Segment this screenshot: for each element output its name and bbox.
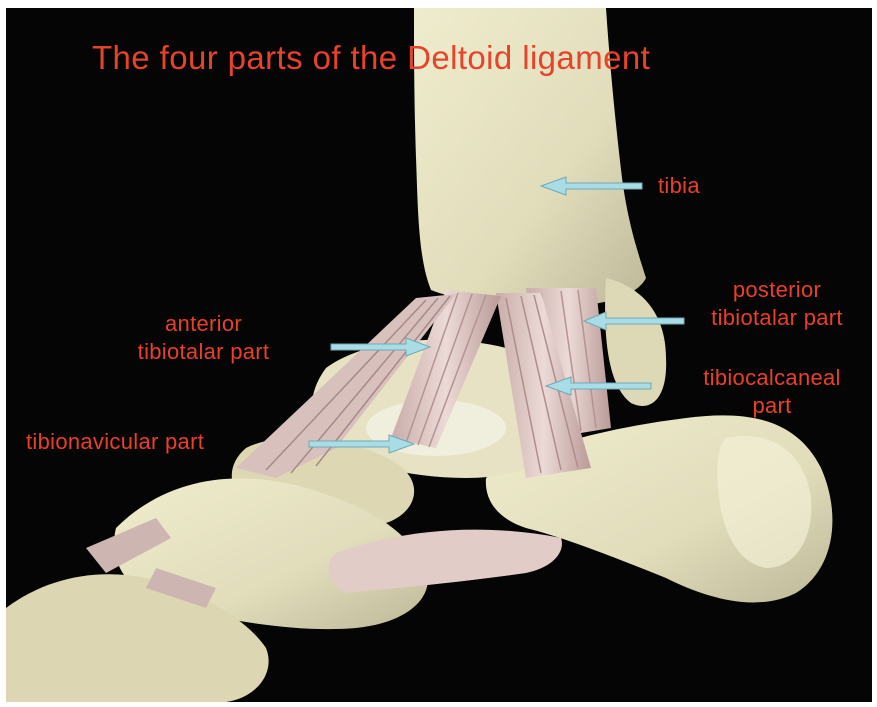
label-tibiocalcaneal-line1: tibiocalcaneal xyxy=(674,364,870,392)
label-tibiocalcaneal: tibiocalcaneal part xyxy=(674,364,870,420)
label-anterior-tibiotalar: anterior tibiotalar part xyxy=(116,310,291,366)
diagram-canvas: The four parts of the Deltoid ligament t… xyxy=(6,8,872,702)
label-posterior-line2: tibiotalar part xyxy=(682,304,872,332)
label-anterior-line1: anterior xyxy=(116,310,291,338)
label-tibionavicular: tibionavicular part xyxy=(26,428,204,456)
label-tibia: tibia xyxy=(658,172,700,200)
label-tibiocalcaneal-line2: part xyxy=(674,392,870,420)
label-posterior-line1: posterior xyxy=(682,276,872,304)
diagram-title: The four parts of the Deltoid ligament xyxy=(92,38,832,78)
label-anterior-line2: tibiotalar part xyxy=(116,338,291,366)
label-posterior-tibiotalar: posterior tibiotalar part xyxy=(682,276,872,332)
